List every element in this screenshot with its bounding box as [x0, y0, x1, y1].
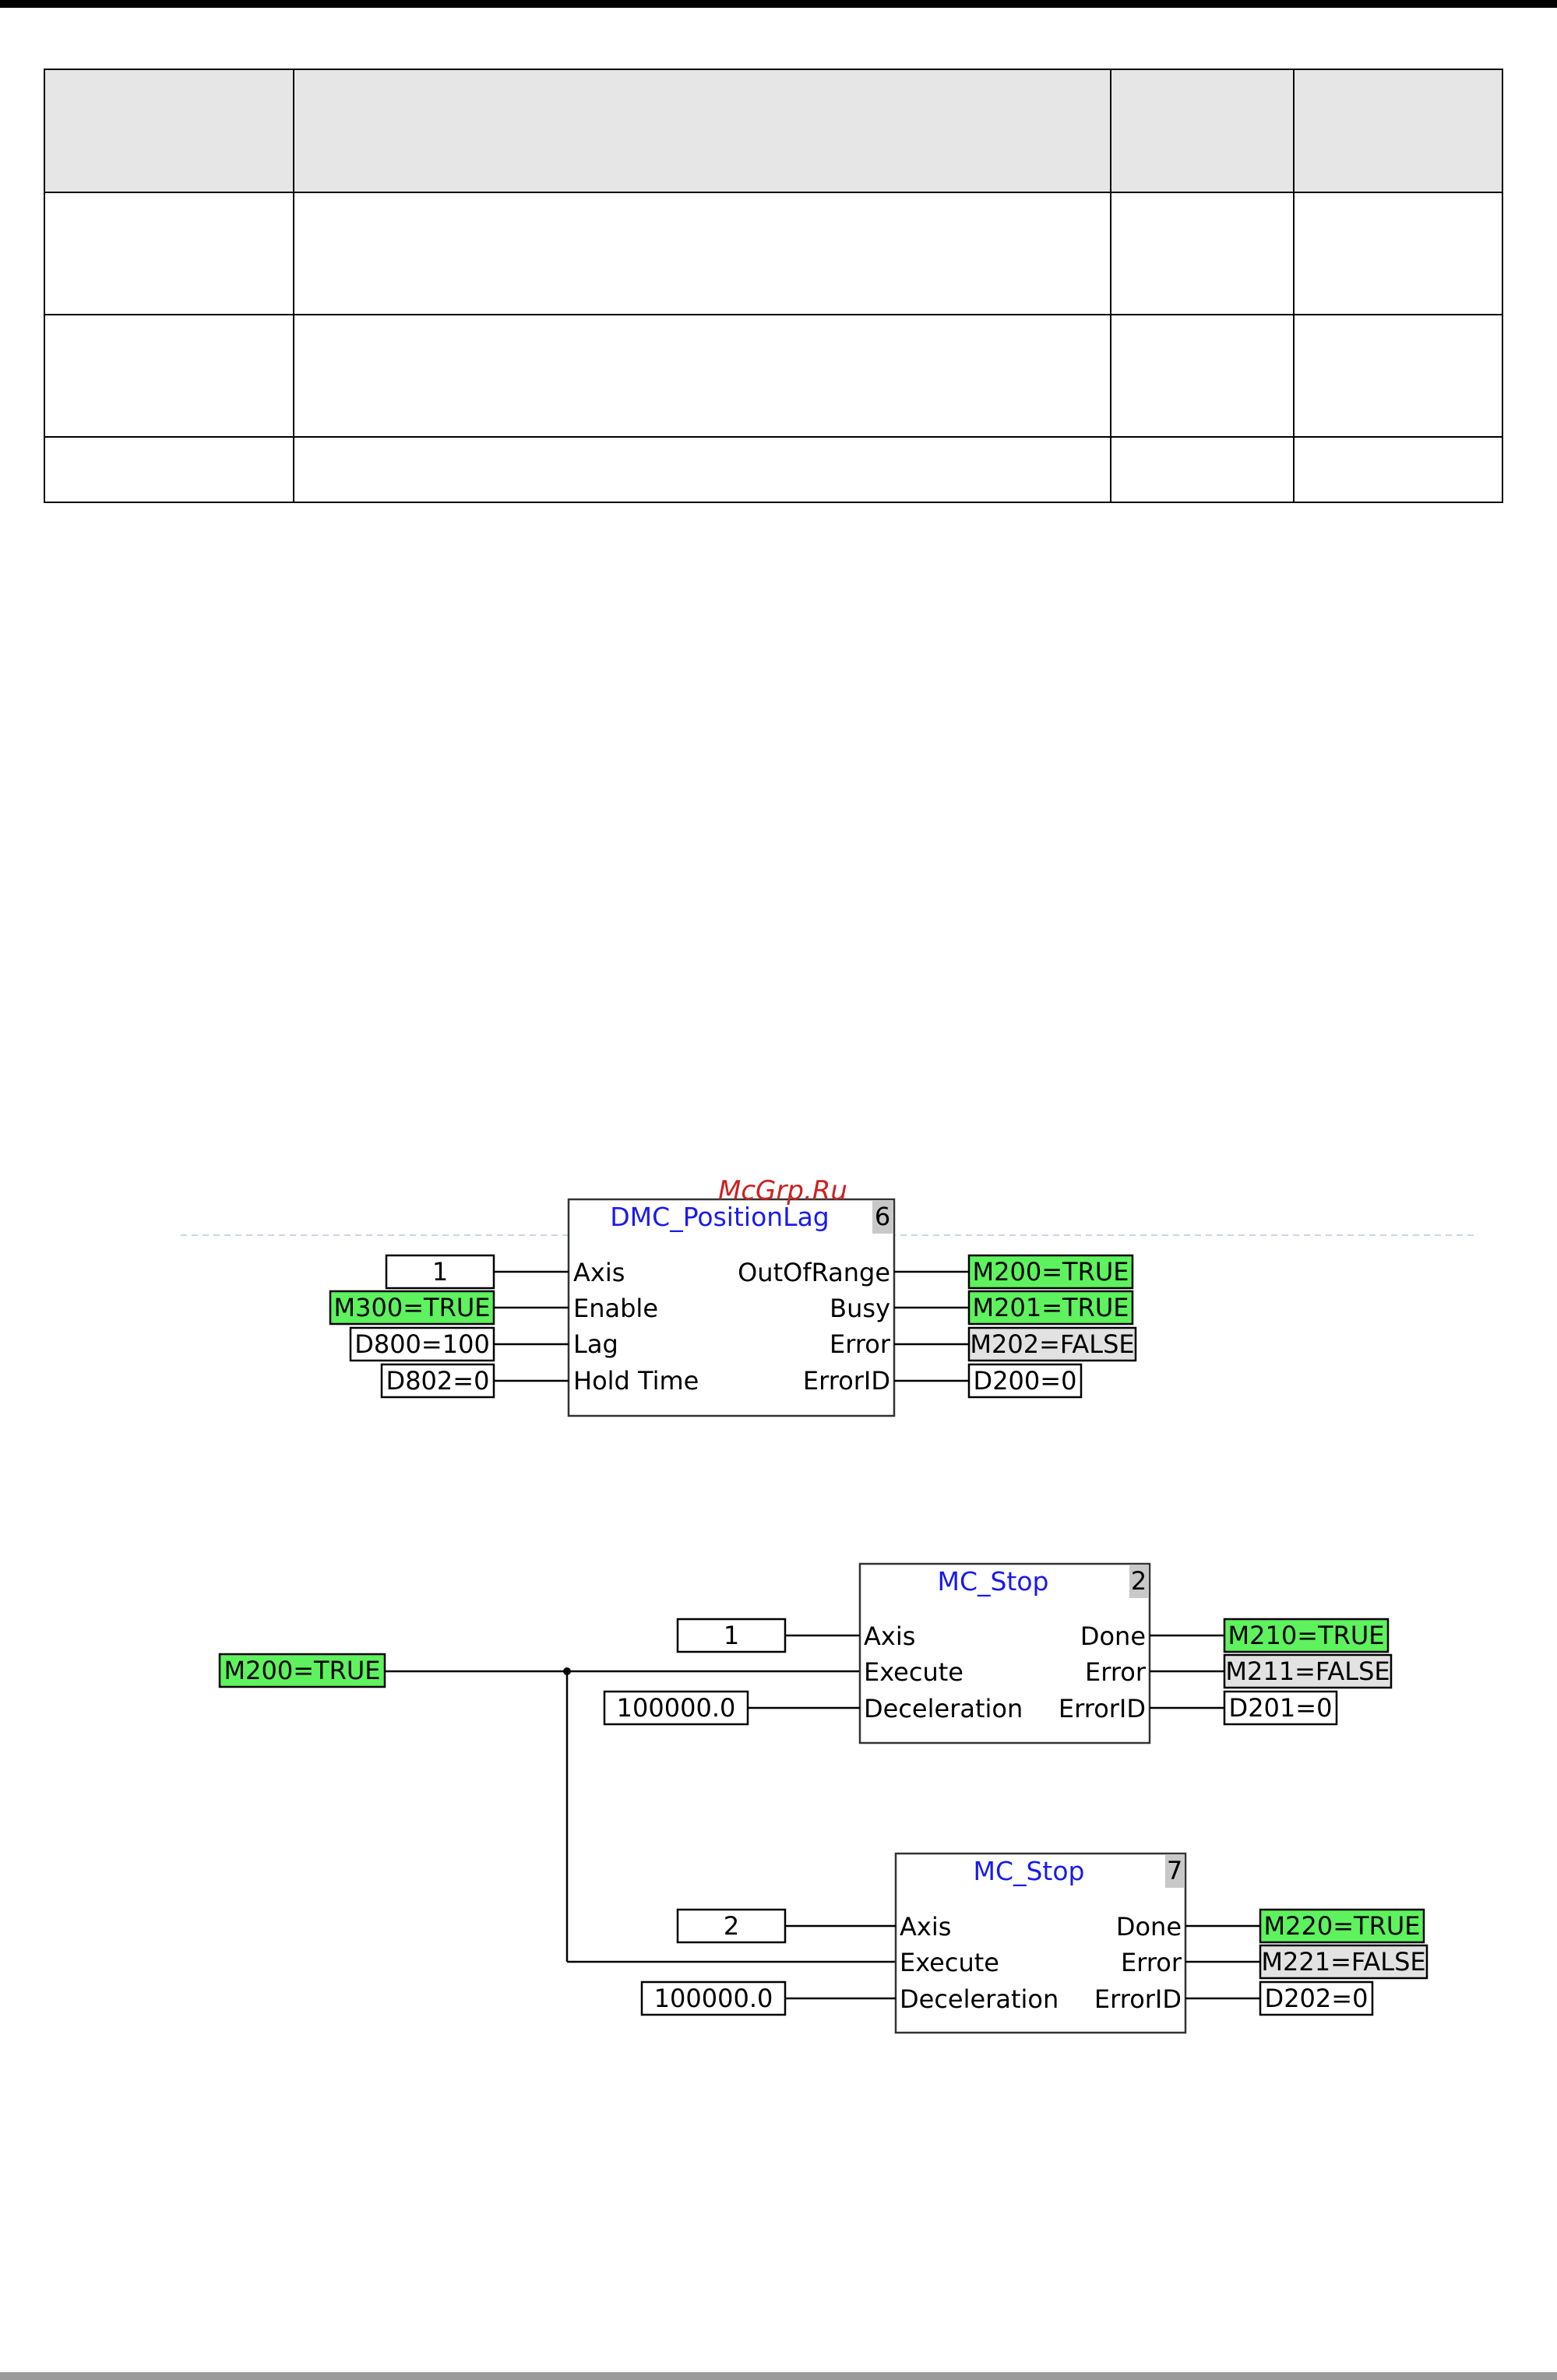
pin-label: Axis	[864, 1621, 915, 1651]
position-lag-block[interactable]: DMC_PositionLag 6 Axis Enable Lag Hold T…	[567, 1198, 896, 1417]
variable-value: M300=TRUE	[334, 1293, 491, 1322]
block-number: 2	[1131, 1566, 1147, 1596]
variable-value: M211=FALSE	[1225, 1656, 1390, 1686]
block-number-box	[1165, 1855, 1184, 1888]
table-header-cell	[43, 69, 295, 193]
variable-box-true[interactable]	[1223, 1618, 1390, 1653]
watermark-text: McGrp.Ru	[718, 1175, 847, 1206]
variable-box-true[interactable]	[1259, 1908, 1425, 1944]
variable-value: 2	[724, 1911, 739, 1941]
junction-dot	[563, 1667, 571, 1675]
variable-value: D800=100	[354, 1329, 490, 1359]
pin-label: Error	[1121, 1948, 1182, 1977]
variable-box[interactable]	[1259, 1980, 1374, 2016]
table-cell	[43, 192, 295, 315]
variable-box[interactable]	[1223, 1690, 1338, 1726]
bottom-border-bar	[0, 2372, 1557, 2380]
table-cell	[293, 436, 1112, 503]
variable-value: M221=FALSE	[1261, 1947, 1425, 1977]
pin-label: ErrorID	[803, 1366, 890, 1396]
variable-value: 100000.0	[617, 1693, 736, 1723]
pin-label: Deceleration	[900, 1984, 1059, 2014]
variable-box-true[interactable]	[329, 1290, 495, 1326]
variable-value: D201=0	[1229, 1693, 1333, 1723]
table-cell	[293, 314, 1112, 438]
block-frame	[567, 1198, 896, 1417]
pin-label: Axis	[573, 1258, 625, 1287]
table-cell	[1292, 314, 1504, 438]
table-header-row	[43, 69, 1504, 193]
pin-label: Busy	[830, 1294, 890, 1323]
block-title: DMC_PositionLag	[610, 1202, 829, 1232]
block-number: 7	[1167, 1856, 1182, 1885]
block-frame	[858, 1562, 1151, 1745]
variable-box[interactable]	[349, 1326, 495, 1362]
table-cell	[43, 436, 295, 503]
variable-value: D200=0	[974, 1366, 1077, 1396]
variable-value: D802=0	[386, 1366, 490, 1396]
variable-box[interactable]	[380, 1363, 495, 1399]
table-cell	[1292, 436, 1504, 503]
trigger-value: M200=TRUE	[224, 1656, 381, 1685]
table-cell	[1110, 192, 1295, 315]
pin-label: Hold Time	[573, 1366, 699, 1396]
table-row	[43, 314, 1504, 438]
table-row	[43, 436, 1504, 503]
pin-label: Error	[1085, 1657, 1147, 1687]
pin-label: Done	[1080, 1621, 1146, 1651]
variable-value: M200=TRUE	[973, 1257, 1129, 1287]
variable-value: M202=FALSE	[970, 1329, 1134, 1359]
variable-box-false[interactable]	[1223, 1653, 1393, 1689]
variable-box-true[interactable]	[967, 1254, 1134, 1290]
block-number: 6	[875, 1202, 890, 1231]
table-cell	[43, 314, 295, 438]
pin-label: Lag	[573, 1329, 618, 1359]
table-cell	[1110, 436, 1295, 503]
pin-label: ErrorID	[1094, 1984, 1182, 2014]
mc-stop-block-2[interactable]: MC_Stop 7 Axis Execute Deceleration Done…	[894, 1852, 1187, 2034]
variable-box[interactable]	[676, 1618, 787, 1653]
variable-box[interactable]	[603, 1690, 749, 1726]
variable-box[interactable]	[640, 1980, 787, 2016]
variable-box-false[interactable]	[1259, 1944, 1428, 1980]
table-header-cell	[293, 69, 1112, 193]
pin-label: Execute	[864, 1657, 963, 1687]
variable-value: 100000.0	[654, 1984, 773, 2013]
table-cell	[1292, 192, 1504, 315]
block-title: MC_Stop	[937, 1566, 1048, 1597]
block-number-box	[872, 1201, 893, 1234]
variable-box-true[interactable]	[967, 1290, 1134, 1326]
variable-value: M220=TRUE	[1264, 1911, 1421, 1941]
variable-box-false[interactable]	[967, 1326, 1137, 1362]
pin-label: Axis	[900, 1912, 951, 1942]
table-header-cell	[1110, 69, 1295, 193]
variable-box[interactable]	[967, 1363, 1083, 1399]
table-header-cell	[1292, 69, 1504, 193]
table-row	[43, 192, 1504, 315]
variable-value: M201=TRUE	[973, 1293, 1129, 1322]
pin-label: Done	[1116, 1912, 1182, 1942]
top-border-bar	[0, 0, 1557, 8]
block-number-box	[1129, 1565, 1148, 1598]
variable-value: 1	[432, 1257, 448, 1287]
table-cell	[1110, 314, 1295, 438]
pin-label: Execute	[900, 1948, 999, 1977]
table-cell	[293, 192, 1112, 315]
pin-label: ErrorID	[1059, 1694, 1146, 1723]
variable-box[interactable]	[385, 1254, 495, 1290]
variable-box[interactable]	[676, 1908, 787, 1944]
variable-value: M210=TRUE	[1228, 1621, 1385, 1650]
parameter-table	[43, 69, 1504, 503]
pin-label: OutOfRange	[738, 1258, 890, 1287]
block-title: MC_Stop	[973, 1856, 1084, 1886]
pin-label: Deceleration	[864, 1694, 1023, 1723]
variable-value: D202=0	[1265, 1984, 1369, 2013]
pin-label: Error	[830, 1329, 891, 1359]
variable-value: 1	[724, 1621, 739, 1650]
pin-label: Enable	[573, 1294, 658, 1323]
block-frame	[894, 1852, 1187, 2034]
mc-stop-block-1[interactable]: MC_Stop 2 Axis Execute Deceleration Done…	[858, 1562, 1151, 1745]
